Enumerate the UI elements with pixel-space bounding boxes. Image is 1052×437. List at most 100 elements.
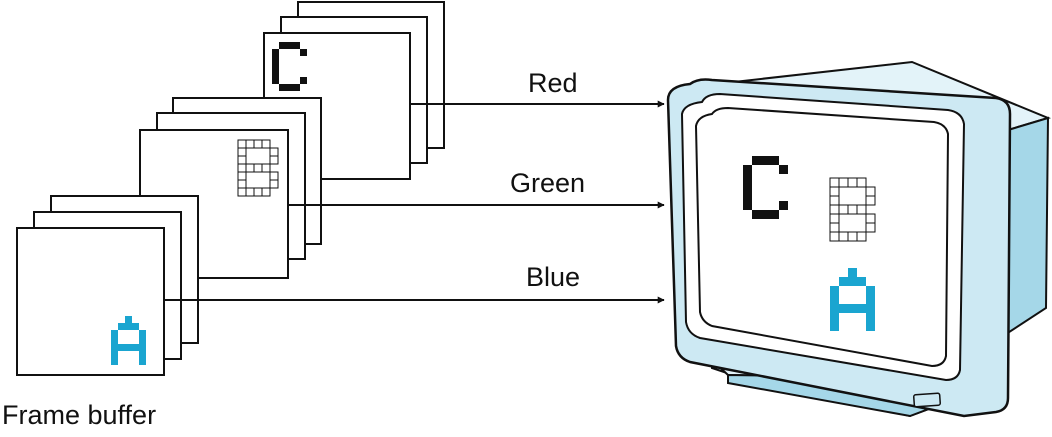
letter-pixel (245, 187, 255, 197)
letter-pixel (253, 163, 263, 173)
letter-pixel (237, 179, 247, 189)
letter-pixel (272, 49, 279, 56)
letter-pixel (829, 204, 840, 215)
letter-pixel (743, 183, 752, 192)
letter-pixel (848, 304, 857, 313)
letter-pixel (743, 201, 752, 210)
letter-pixel (866, 322, 875, 331)
letter-pixel (261, 163, 271, 173)
letter-pixel (743, 165, 752, 174)
letter-pixel (245, 163, 255, 173)
letter-pixel (132, 344, 139, 351)
letter-pixel (856, 204, 867, 215)
letter-pixel (269, 179, 279, 189)
letter-pixel (770, 156, 779, 165)
letter-pixel (829, 231, 840, 242)
letter-pixel (848, 277, 857, 286)
blue-label: Blue (526, 262, 580, 292)
letter-pixel (829, 213, 840, 224)
letter-pixel (125, 316, 132, 323)
letter-pixel (272, 56, 279, 63)
letter-pixel (866, 295, 875, 304)
letter-pixel (829, 177, 840, 188)
letter-pixel (111, 330, 118, 337)
letter-pixel (286, 42, 293, 49)
letter-pixel (118, 344, 125, 351)
power-button-icon (912, 392, 942, 408)
letter-pixel (269, 155, 279, 165)
letter-pixel (830, 295, 839, 304)
plane-stack-blue (16, 195, 199, 376)
letter-pixel (857, 277, 866, 286)
letter-pixel (866, 313, 875, 322)
letter-pixel (830, 304, 839, 313)
monitor-screen (694, 106, 950, 368)
letter-pixel (743, 192, 752, 201)
letter-pixel (865, 186, 876, 197)
letter-pixel (279, 84, 286, 91)
screen-letter-a (830, 268, 875, 331)
letter-pixel (829, 222, 840, 233)
letter-pixel (111, 358, 118, 365)
letter-pixel (761, 156, 770, 165)
letter-pixel (111, 344, 118, 351)
letter-pixel (111, 351, 118, 358)
letter-pixel (245, 139, 255, 149)
letter-pixel (132, 323, 139, 330)
letter-pixel (856, 177, 867, 188)
letter-pixel (293, 42, 300, 49)
letter-pixel (237, 187, 247, 197)
letter-pixel (139, 344, 146, 351)
letter-pixel (838, 177, 849, 188)
letter-pixel (272, 63, 279, 70)
letter-pixel (272, 77, 279, 84)
letter-pixel (253, 187, 263, 197)
letter-pixel (838, 231, 849, 242)
letter-pixel (839, 304, 848, 313)
letter-pixel (286, 84, 293, 91)
screen-letter-c (743, 156, 788, 219)
letter-pixel (752, 156, 761, 165)
letter-pixel (139, 330, 146, 337)
letter-pixel (838, 204, 849, 215)
letter-pixel (279, 42, 286, 49)
letter-pixel (761, 210, 770, 219)
letter-pixel (253, 139, 263, 149)
pixel-letter-b (237, 139, 279, 197)
letter-pixel (829, 195, 840, 206)
letter-pixel (847, 204, 858, 215)
letter-pixel (139, 358, 146, 365)
letter-pixel (237, 171, 247, 181)
letter-pixel (847, 231, 858, 242)
letter-pixel (830, 313, 839, 322)
letter-pixel (269, 171, 279, 181)
red-label: Red (528, 68, 578, 98)
letter-pixel (865, 213, 876, 224)
letter-pixel (856, 231, 867, 242)
letter-pixel (770, 210, 779, 219)
letter-pixel (830, 286, 839, 295)
letter-pixel (237, 155, 247, 165)
letter-pixel (830, 322, 839, 331)
letter-pixel (237, 163, 247, 173)
letter-pixel (111, 337, 118, 344)
pixel-letter-c (272, 42, 307, 91)
letter-pixel (237, 147, 247, 157)
letter-pixel (865, 222, 876, 233)
letter-pixel (866, 304, 875, 313)
letter-pixel (139, 351, 146, 358)
letter-pixel (848, 268, 857, 277)
letter-pixel (847, 177, 858, 188)
frame-buffer-label: Frame buffer (2, 400, 156, 430)
letter-pixel (261, 139, 271, 149)
pixel-letter-a (111, 316, 146, 365)
letter-pixel (125, 323, 132, 330)
letter-pixel (269, 147, 279, 157)
letter-pixel (300, 49, 307, 56)
letter-pixel (139, 337, 146, 344)
letter-pixel (272, 70, 279, 77)
letter-pixel (293, 84, 300, 91)
letter-pixel (125, 344, 132, 351)
letter-pixel (779, 201, 788, 210)
